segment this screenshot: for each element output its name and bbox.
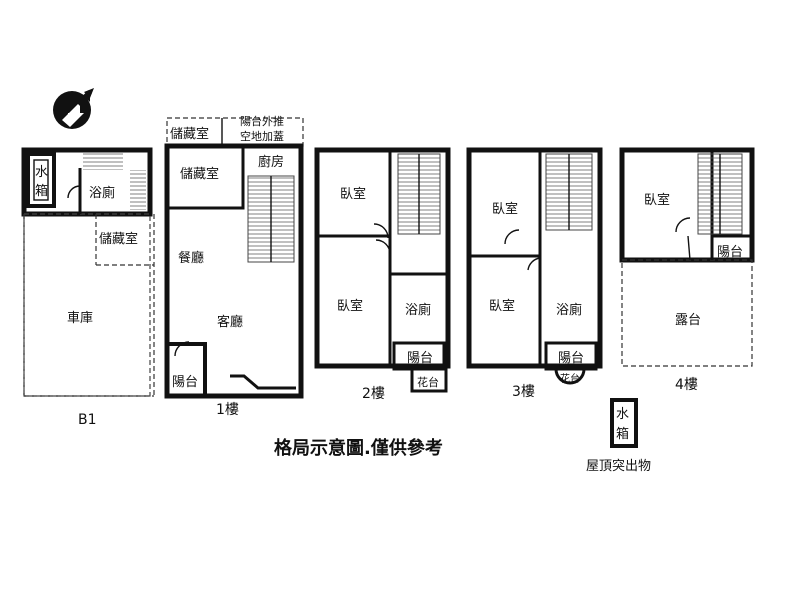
roof-tank-label-1: 水 — [616, 407, 629, 422]
f2-bath-label: 浴廁 — [405, 302, 431, 318]
f2-balcony-label: 陽台 — [407, 351, 433, 366]
f1-storage-top-label: 儲藏室 — [170, 126, 209, 142]
f1-balcony-label: 陽台 — [172, 375, 198, 390]
f2-planter-label: 花台 — [417, 375, 439, 389]
disclaimer-note: 格局示意圖.僅供參考 — [274, 437, 443, 459]
b1-tank-label-2: 箱 — [35, 183, 48, 199]
f2-bed2-label: 臥室 — [337, 298, 363, 314]
f1-floor-label: 1樓 — [216, 402, 239, 418]
f1-kitchen-label: 廚房 — [258, 154, 284, 170]
f1-dining-label: 餐廳 — [178, 250, 204, 266]
roof-label: 屋頂突出物 — [586, 458, 651, 474]
f1-balcony-ext-label-2: 空地加蓋 — [240, 129, 284, 143]
f3-planter-label: 花台 — [560, 372, 580, 385]
floor-2f: 臥室 臥室 浴廁 陽台 花台 2樓 — [314, 147, 451, 402]
f3-bath-label: 浴廁 — [556, 302, 582, 318]
f3-bed2-label: 臥室 — [489, 298, 515, 314]
f1-balcony-ext-label-1: 陽台外推 — [240, 114, 284, 128]
f2-floor-label: 2樓 — [362, 386, 385, 402]
north-arrow-icon: N — [53, 88, 94, 129]
floor-4f: 臥室 陽台 露台 4樓 — [619, 147, 755, 393]
f2-bed1-label: 臥室 — [340, 186, 366, 202]
f4-bed-label: 臥室 — [644, 192, 670, 208]
b1-bath-label: 浴廁 — [89, 185, 115, 201]
roof-structure: 水 箱 屋頂突出物 — [586, 398, 651, 474]
f3-floor-label: 3樓 — [512, 384, 535, 400]
compass-label: N — [67, 112, 74, 123]
roof-tank-label-2: 箱 — [616, 426, 629, 442]
f1-living-label: 客廳 — [217, 314, 243, 330]
f4-floor-label: 4樓 — [675, 377, 698, 393]
f1-storage-label: 儲藏室 — [180, 166, 219, 182]
b1-floor-label: B1 — [78, 412, 97, 428]
f4-terrace-label: 露台 — [675, 313, 701, 328]
b1-garage-label: 車庫 — [67, 311, 93, 326]
f3-bed1-label: 臥室 — [492, 201, 518, 217]
floor-1f: 儲藏室 陽台外推 空地加蓋 儲藏室 廚房 餐廳 客廳 陽台 1樓 — [164, 114, 304, 418]
floor-b1: 水 箱 浴廁 儲藏室 車庫 B1 — [21, 147, 155, 428]
b1-tank-label-1: 水 — [35, 165, 48, 180]
f4-balcony-label: 陽台 — [717, 245, 743, 260]
floor-3f: 臥室 臥室 浴廁 陽台 花台 3樓 — [466, 147, 603, 400]
f3-balcony-label: 陽台 — [558, 351, 584, 366]
b1-storage-label: 儲藏室 — [99, 231, 138, 247]
